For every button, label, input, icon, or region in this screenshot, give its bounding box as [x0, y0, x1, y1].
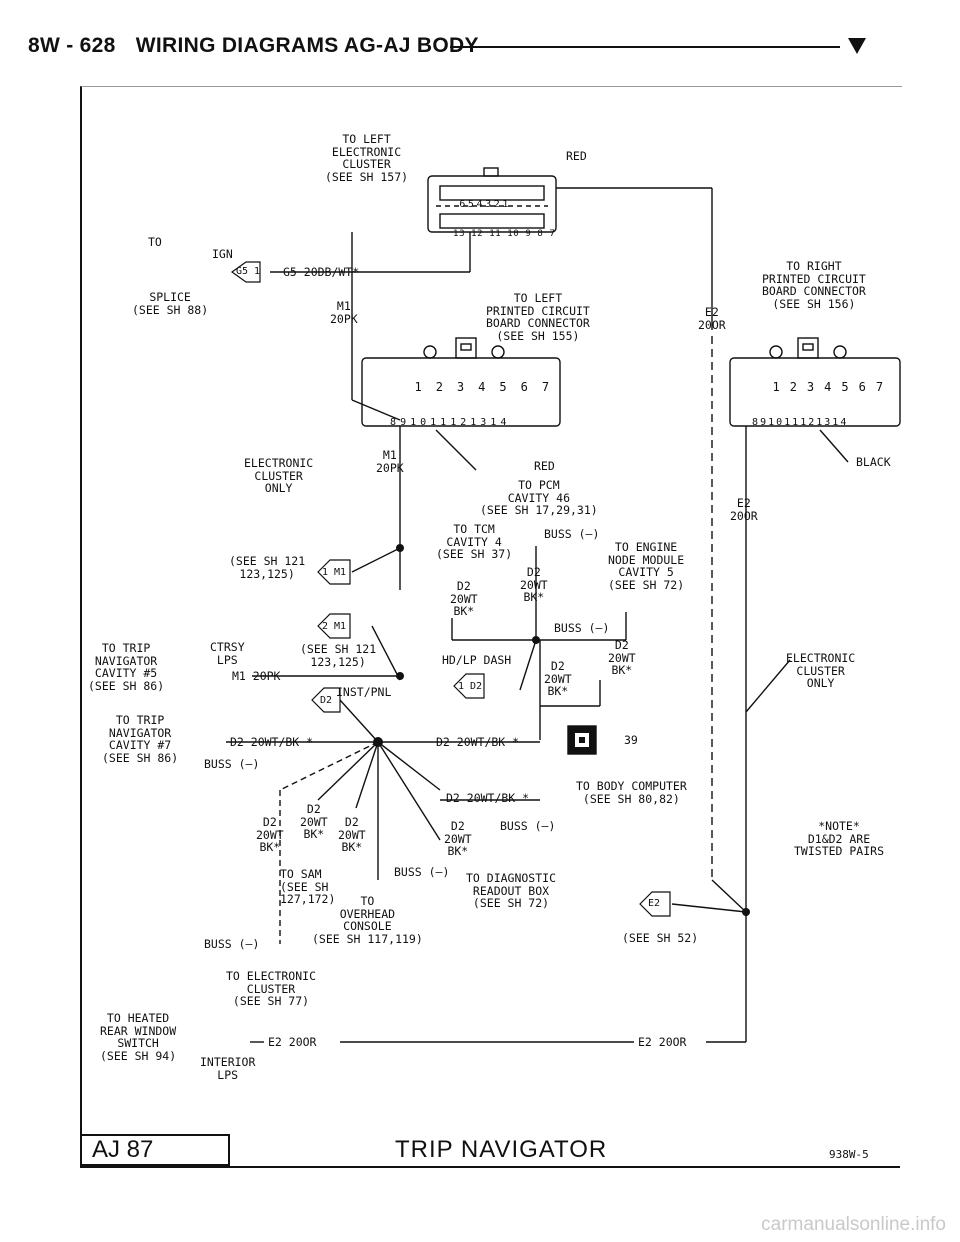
- label-buss-3: BUSS (—): [204, 757, 260, 771]
- watermark: carmanualsonline.info: [761, 1214, 946, 1235]
- label-d2-right: D2 20WT BK*: [608, 638, 636, 677]
- label-m1-mid: M1 20PK: [376, 448, 404, 475]
- label-see-52: (SEE SH 52): [622, 931, 699, 945]
- cluster-connector-top: [427, 167, 557, 233]
- footer-rule: [80, 1166, 900, 1168]
- label-to-engine: TO ENGINE NODE MODULE CAVITY 5 (SEE SH 7…: [608, 540, 685, 592]
- splice-dots: [373, 544, 750, 916]
- left-pcb-connector: [361, 337, 561, 427]
- splice-g5: G5 1: [236, 266, 261, 277]
- label-d2-tcm: D2 20WT BK*: [450, 579, 478, 618]
- diagram-frame: [80, 86, 902, 1167]
- page-header: 8W - 628 WIRING DIAGRAMS AG-AJ BODY: [28, 34, 493, 58]
- label-d2-body: D2 20WT/BK *: [446, 791, 530, 805]
- label-hdlp-dash: HD/LP DASH: [442, 653, 512, 667]
- label-ign: IGN: [212, 247, 233, 261]
- label-d2-col2: D2 20WT BK*: [300, 802, 328, 841]
- label-note: *NOTE* D1&D2 ARE TWISTED PAIRS: [794, 819, 885, 858]
- label-buss-1: BUSS (—): [544, 527, 600, 541]
- splice-e2: E2: [648, 898, 661, 909]
- cluster-pins-top: 654321: [459, 198, 511, 210]
- label-e2-top: E2 20OR: [698, 305, 726, 332]
- label-d2-right-line: D2 20WT/BK *: [436, 735, 520, 749]
- label-to-sam: TO SAM (SEE SH 127,172): [280, 867, 336, 906]
- label-red-top: RED: [566, 149, 587, 163]
- splice-diamonds: [230, 261, 671, 917]
- label-ec-only-left: ELECTRONIC CLUSTER ONLY: [244, 456, 314, 495]
- label-to-body: TO BODY COMPUTER (SEE SH 80,82): [576, 779, 687, 806]
- label-to-pcm: TO PCM CAVITY 46 (SEE SH 17,29,31): [480, 478, 598, 517]
- label-to-tcm: TO TCM CAVITY 4 (SEE SH 37): [436, 522, 513, 561]
- right-pcb-pins-top: 1234567: [772, 379, 894, 394]
- page-id: 8W - 628: [28, 34, 116, 57]
- section-title: WIRING DIAGRAMS AG-AJ BODY: [135, 34, 479, 57]
- label-red-mid: RED: [534, 459, 555, 473]
- label-ground-39: 39: [624, 733, 638, 747]
- right-pcb-pins-bottom: 891011121314: [752, 416, 849, 428]
- splice-d2: D2: [320, 695, 333, 706]
- label-to-left-cluster: TO LEFT ELECTRONIC CLUSTER (SEE SH 157): [325, 132, 409, 184]
- label-d2-col1: D2 20WT BK*: [256, 815, 284, 854]
- header-rule: [450, 46, 840, 48]
- label-ctrsy-lps: CTRSY LPS: [210, 640, 245, 667]
- label-ec-only-right: ELECTRONIC CLUSTER ONLY: [786, 651, 856, 690]
- footer-title: TRIP NAVIGATOR: [395, 1136, 608, 1163]
- label-buss-6: BUSS (—): [204, 937, 260, 951]
- label-d2-hdlp: D2 20WT BK*: [544, 659, 572, 698]
- label-to-right-pcb: TO RIGHT PRINTED CIRCUIT BOARD CONNECTOR…: [762, 259, 866, 311]
- label-to-trip-5: TO TRIP NAVIGATOR CAVITY #5 (SEE SH 86): [88, 641, 165, 693]
- label-e2-bottom-left: E2 20OR: [268, 1035, 317, 1049]
- label-to-diag: TO DIAGNOSTIC READOUT BOX (SEE SH 72): [466, 871, 557, 910]
- g5-wire-label: G5 20DB/WT*: [283, 265, 360, 279]
- label-d2-col4: D2 20WT BK*: [444, 819, 472, 858]
- splice-1-m1: 1 M1: [322, 567, 347, 578]
- wires: [226, 187, 849, 1043]
- label-to-splice: TO: [148, 235, 162, 249]
- splice-1-d2: 1 D2: [458, 681, 483, 692]
- label-buss-2: BUSS (—): [554, 621, 610, 635]
- label-e2-bottom-right: E2 20OR: [638, 1035, 687, 1049]
- footer-model-box: [80, 1134, 230, 1166]
- ground-icon: [567, 725, 597, 755]
- label-d2-mid: D2 20WT BK*: [520, 565, 548, 604]
- label-e2-right: E2 20OR: [730, 496, 758, 523]
- footer-model: AJ 87: [92, 1136, 154, 1163]
- label-to-ec-77: TO ELECTRONIC CLUSTER (SEE SH 77): [226, 969, 317, 1008]
- cluster-pins-bottom: 13 12 11 10 9 8 7: [453, 228, 556, 239]
- label-m1-20pk-line: M1 20PK: [232, 669, 281, 683]
- label-to-left-pcb: TO LEFT PRINTED CIRCUIT BOARD CONNECTOR …: [486, 291, 590, 343]
- label-see-121-b: (SEE SH 121 123,125): [300, 642, 377, 669]
- label-d2-col3: D2 20WT BK*: [338, 815, 366, 854]
- label-splice-sh88: SPLICE (SEE SH 88): [132, 290, 209, 317]
- label-buss-4: BUSS (—): [500, 819, 556, 833]
- label-d2-left-line: D2 20WT/BK *: [230, 735, 314, 749]
- label-to-trip-7: TO TRIP NAVIGATOR CAVITY #7 (SEE SH 86): [102, 713, 179, 765]
- footer-code: 938W-5: [829, 1148, 869, 1161]
- splice-2-m1: 2 M1: [322, 621, 347, 632]
- label-to-heated: TO HEATED REAR WINDOW SWITCH (SEE SH 94): [100, 1011, 177, 1063]
- right-pcb-connector: [729, 337, 901, 427]
- label-buss-5: BUSS (—): [394, 865, 450, 879]
- label-m1-top: M1 20PK: [330, 299, 358, 326]
- label-to-overhead: TO OVERHEAD CONSOLE (SEE SH 117,119): [312, 894, 423, 946]
- header-triangle-icon: [848, 38, 866, 54]
- label-inst-pnl: INST/PNL: [336, 685, 392, 699]
- label-see-121-a: (SEE SH 121 123,125): [229, 554, 306, 581]
- left-pcb-pins-bottom: 891011121314: [390, 416, 511, 428]
- left-pcb-pins-top: 1234567: [414, 379, 564, 394]
- label-black: BLACK: [856, 455, 891, 469]
- label-interior-lps: INTERIOR LPS: [200, 1055, 256, 1082]
